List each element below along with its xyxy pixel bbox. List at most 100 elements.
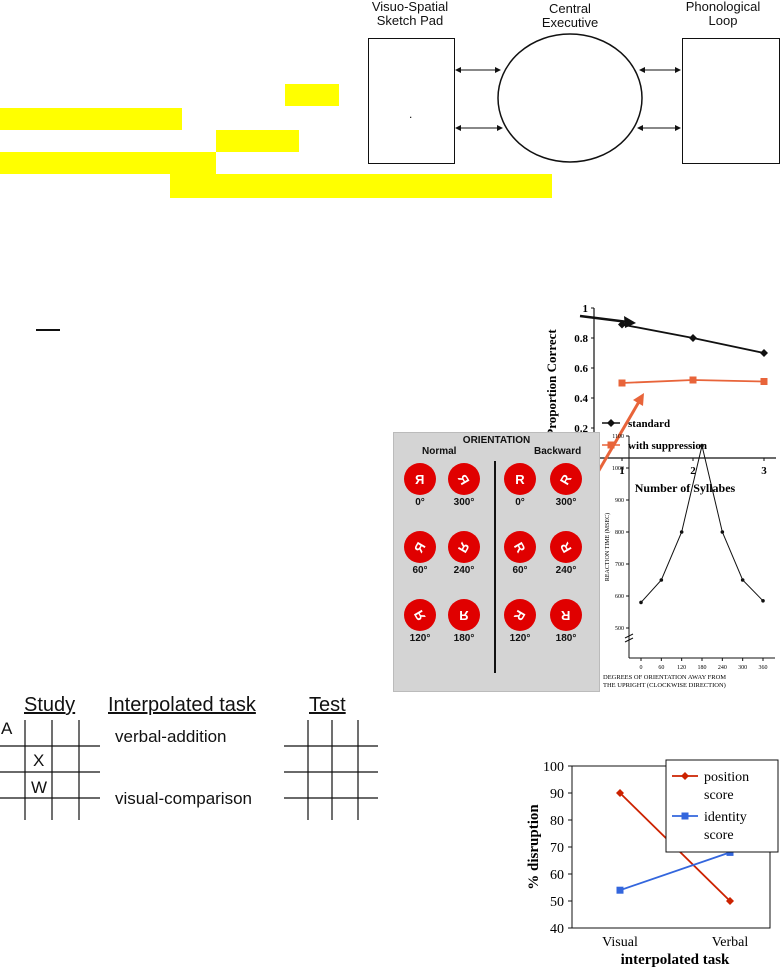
data-point-0-0 bbox=[639, 600, 643, 605]
series-line-0 bbox=[640, 445, 764, 603]
x-tick-label-5: 300 bbox=[738, 665, 747, 671]
degree-label: 180° bbox=[453, 633, 475, 644]
data-point-0-4 bbox=[720, 530, 725, 534]
y-tick-label-5: 1 bbox=[583, 303, 589, 315]
rotated-letter-glyph: R bbox=[411, 539, 429, 555]
rotated-letter-glyph: R bbox=[511, 607, 529, 623]
rotated-letter-glyph: R bbox=[561, 607, 571, 623]
rotated-letter-glyph: R bbox=[455, 471, 473, 487]
data-point-0-6 bbox=[761, 599, 765, 603]
x-tick-label-2: 3 bbox=[761, 465, 767, 477]
y-tick-label-1: 600 bbox=[615, 594, 624, 600]
data-point-0-5 bbox=[740, 578, 745, 582]
x-tick-label-1: 2 bbox=[690, 465, 696, 477]
x-axis-label: Number of Syllabes bbox=[635, 481, 736, 495]
legend-label-0-b: score bbox=[704, 788, 734, 803]
x-tick-label-1: Verbal bbox=[712, 935, 749, 950]
phonological-loop-label: Phonological Loop bbox=[685, 0, 761, 28]
normal-header: Normal bbox=[422, 446, 457, 457]
pointer-arrow-black bbox=[579, 314, 629, 324]
highlight-bar-3 bbox=[216, 130, 299, 152]
sketch-pad-mark: . bbox=[409, 107, 413, 121]
test-grid bbox=[284, 720, 378, 820]
rotated-letter-glyph: R bbox=[511, 539, 529, 555]
x-tick-label-4: 240 bbox=[718, 665, 727, 671]
sketch-pad-box: . bbox=[368, 38, 455, 164]
interpolated-header: Interpolated task bbox=[108, 694, 256, 716]
y-tick-label-6: 1100 bbox=[612, 434, 624, 440]
study-grid bbox=[0, 720, 100, 820]
x-axis-label: interpolated task bbox=[621, 952, 730, 968]
visual-comparison-label: visual-comparison bbox=[115, 789, 252, 808]
y-tick-label-4: 900 bbox=[615, 498, 624, 504]
data-point-1-1 bbox=[689, 376, 697, 384]
degree-label: 120° bbox=[509, 633, 531, 644]
y-tick-label-3: 70 bbox=[550, 841, 564, 856]
rotated-letter-glyph: R bbox=[411, 607, 429, 623]
y-axis-label: REACTION TIME (MSEC) bbox=[604, 513, 611, 581]
y-tick-label-5: 1000 bbox=[612, 466, 624, 472]
row-label-a: A bbox=[1, 719, 13, 738]
degree-label: 240° bbox=[555, 565, 577, 576]
x-axis-label-0: DEGREES OF ORIENTATION AWAY FROM bbox=[603, 674, 726, 681]
series-line-1 bbox=[619, 851, 731, 892]
x-tick-label-3: 180 bbox=[698, 665, 707, 671]
rotated-letter-normal-2: R bbox=[404, 531, 436, 563]
study-cell-w: W bbox=[31, 778, 48, 797]
degree-label: 60° bbox=[412, 565, 428, 576]
y-tick-label-2: 700 bbox=[615, 562, 624, 568]
rotated-letter-normal-5: R bbox=[448, 599, 480, 631]
y-tick-label-4: 0.8 bbox=[574, 333, 588, 345]
rotated-letter-normal-1: R bbox=[448, 463, 480, 495]
degree-label: 240° bbox=[453, 565, 475, 576]
rotated-letter-backward-2: R bbox=[504, 531, 536, 563]
x-tick-label-1: 60 bbox=[658, 665, 664, 671]
sketch-pad-label: Visuo-Spatial Sketch Pad bbox=[371, 0, 449, 28]
phonological-loop-box bbox=[682, 38, 780, 164]
highlight-bar-4 bbox=[0, 152, 216, 174]
y-axis-label: Proportion Correct bbox=[544, 329, 559, 437]
y-tick-label-6: 100 bbox=[543, 760, 564, 775]
y-tick-label-2: 60 bbox=[550, 868, 564, 883]
central-executive-ellipse bbox=[497, 33, 643, 163]
data-point-1-0 bbox=[616, 886, 624, 894]
legend-marker-0 bbox=[607, 419, 615, 427]
legend-label-1-b: score bbox=[704, 828, 734, 843]
highlight-bar-1 bbox=[285, 84, 339, 106]
rotated-letter-normal-3: R bbox=[448, 531, 480, 563]
x-tick-label-0: 1 bbox=[619, 465, 625, 477]
rotated-letter-glyph: R bbox=[455, 539, 473, 555]
rotated-letter-glyph: R bbox=[557, 471, 575, 487]
study-cell-x: X bbox=[33, 751, 45, 770]
highlight-bar-2 bbox=[0, 108, 182, 130]
legend-marker-1 bbox=[607, 441, 615, 449]
x-tick-label-6: 360 bbox=[759, 665, 768, 671]
x-tick-label-0: Visual bbox=[602, 935, 638, 950]
rotated-letter-glyph: R bbox=[557, 539, 575, 555]
legend-label-1-a: identity bbox=[704, 810, 747, 825]
y-tick-label-5: 90 bbox=[550, 787, 564, 802]
degree-label: 120° bbox=[409, 633, 431, 644]
degree-label: 180° bbox=[555, 633, 577, 644]
x-tick-label-0: 0 bbox=[640, 665, 643, 671]
highlight-bar-5 bbox=[170, 174, 552, 198]
central-executive-label: Central Executive bbox=[541, 1, 599, 30]
degree-label: 300° bbox=[453, 497, 475, 508]
legend-marker-1 bbox=[681, 812, 689, 820]
verbal-addition-label: verbal-addition bbox=[115, 727, 227, 746]
y-tick-label-3: 800 bbox=[615, 530, 624, 536]
pointer-arrowhead-orange bbox=[633, 393, 644, 406]
y-tick-label-0: 40 bbox=[550, 922, 564, 937]
y-axis-label: % disruption bbox=[526, 804, 542, 890]
underline-mark bbox=[36, 329, 60, 331]
data-point-1-0 bbox=[618, 379, 626, 387]
pointer-arrowhead-black bbox=[624, 316, 636, 328]
data-point-1-2 bbox=[760, 378, 768, 385]
rotated-letter-backward-0: R bbox=[504, 463, 536, 495]
legend-label-0-a: position bbox=[704, 770, 749, 785]
